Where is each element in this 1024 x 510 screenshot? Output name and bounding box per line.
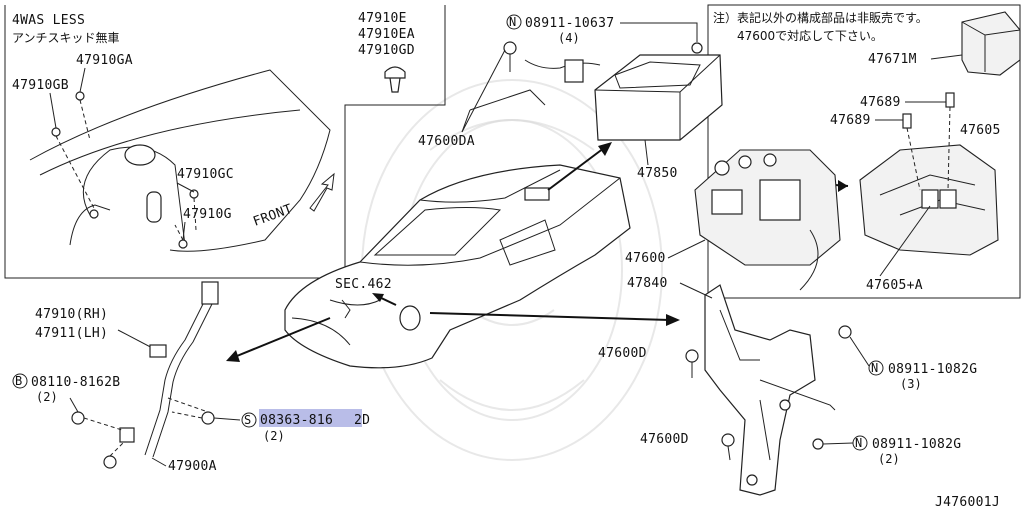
label-47689-1: 47689 — [860, 95, 901, 110]
sensor-assembly: 47910(RH) 47911(LH) B 08110-8162B (2) S … — [12, 281, 370, 474]
label-47911LH: 47911(LH) — [35, 326, 108, 341]
label-47671M: 47671M — [868, 52, 917, 67]
clip-icon — [384, 66, 406, 93]
svg-text:N: N — [855, 436, 862, 450]
label-sec462: SEC.462 — [335, 277, 392, 292]
bracket-47840: 47840 47600D 47600D N 08911-1082G (3) N … — [598, 276, 977, 496]
qty-08911-1082G-2: (2) — [878, 452, 900, 466]
reference-code: J476001J — [935, 495, 1000, 510]
label-47600D-1: 47600D — [598, 346, 647, 361]
s-badge-icon — [241, 412, 257, 428]
highlight-08363 — [259, 409, 362, 427]
control-unit-47850: 47850 47600DA N 08911-10637 (4) — [418, 14, 723, 181]
label-47910E: 47910E — [358, 11, 407, 26]
label-47910RH: 47910(RH) — [35, 307, 108, 322]
qty-08363-8162D: (2) — [263, 429, 285, 443]
label-08363-8162D-part1: 08363-816 — [260, 413, 333, 428]
label-47600DA: 47600DA — [418, 134, 475, 149]
front-label: FRONT — [251, 202, 294, 230]
label-47850: 47850 — [637, 166, 678, 181]
label-47605: 47605 — [960, 123, 1001, 138]
label-47600D-2: 47600D — [640, 432, 689, 447]
label-47910G: 47910G — [183, 207, 232, 222]
label-08911-1082G-1: 08911-1082G — [888, 362, 977, 377]
label-47600: 47600 — [625, 251, 666, 266]
label-47605A: 47605+A — [866, 278, 923, 293]
label-08911-10637: 08911-10637 — [525, 16, 614, 31]
qty-08110-8162B: (2) — [36, 390, 58, 404]
svg-text:B: B — [15, 374, 22, 388]
label-08911-1082G-2: 08911-1082G — [872, 437, 961, 452]
label-47910GA: 47910GA — [76, 53, 133, 68]
label-47910EA: 47910EA — [358, 27, 415, 42]
n-badge-icon-2 — [868, 360, 884, 376]
inset-subheading: アンチスキッド無車 — [12, 30, 120, 45]
actuator-47600: 47600 — [625, 149, 841, 291]
label-47900A: 47900A — [168, 459, 217, 474]
qty-08911-1082G-1: (3) — [900, 377, 922, 391]
car-body: SEC.462 — [284, 164, 631, 369]
front-arrow-icon — [309, 172, 335, 212]
inset-clip: 47910E 47910EA 47910GD — [358, 11, 415, 93]
label-47910GC: 47910GC — [177, 167, 234, 182]
b-badge-icon — [12, 373, 28, 389]
cover-47671M — [961, 11, 1021, 76]
note-box: 注）表記以外の構成部品は非販売です。 47600で対応して下さい。 47671M… — [707, 4, 1021, 299]
qty-08911-10637: (4) — [558, 31, 580, 45]
svg-text:S: S — [244, 413, 251, 427]
svg-text:N: N — [509, 15, 516, 29]
label-47689-2: 47689 — [830, 113, 871, 128]
label-47840: 47840 — [627, 276, 668, 291]
inset-heading: 4WAS LESS — [12, 13, 85, 28]
svg-text:N: N — [871, 361, 878, 375]
note-line1: 注）表記以外の構成部品は非販売です。 — [713, 10, 928, 25]
label-47910GD: 47910GD — [358, 43, 415, 58]
n-badge-icon-1 — [506, 14, 522, 30]
note-line2: 47600で対応して下さい。 — [737, 29, 883, 43]
label-08363-8162D-part2: 2D — [354, 413, 370, 428]
pointer-arrows — [226, 142, 680, 362]
label-08110-8162B: 08110-8162B — [31, 375, 120, 390]
label-47910GB: 47910GB — [12, 78, 69, 93]
